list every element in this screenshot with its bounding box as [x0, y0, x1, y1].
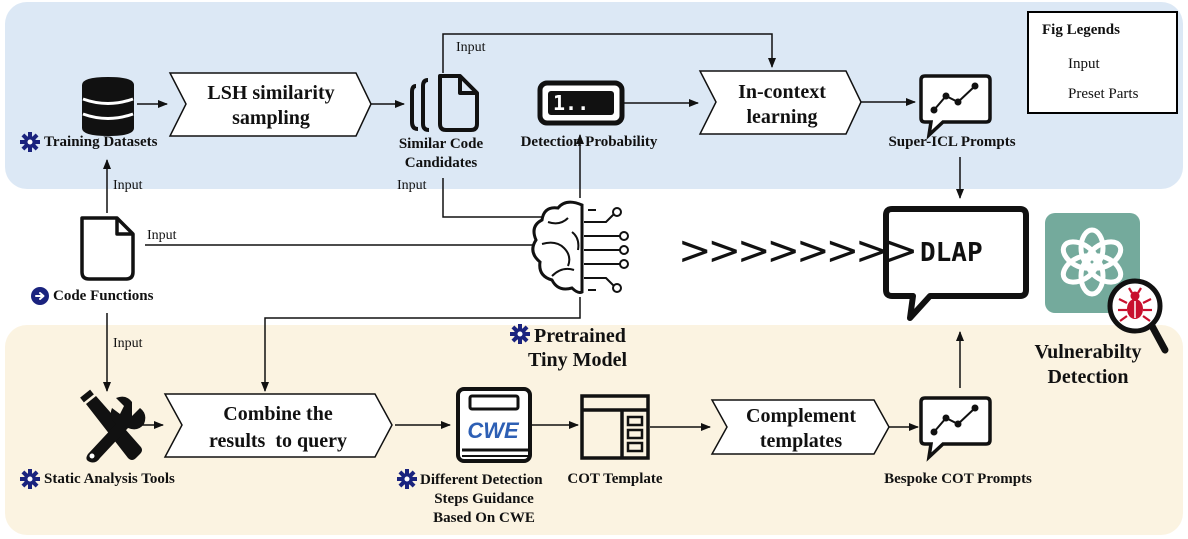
input-label-static: Input — [113, 336, 143, 351]
legend-box — [1027, 11, 1178, 114]
legend-preset-label: Preset Parts — [1068, 86, 1139, 102]
database-icon — [82, 77, 134, 136]
gear-icon — [397, 469, 417, 489]
different-detection-line2: Steps Guidance — [434, 491, 534, 507]
cot-template-label: COT Template — [567, 471, 663, 487]
code-file-icon — [80, 216, 135, 281]
super-icl-label: Super-ICL Prompts — [888, 134, 1016, 150]
gear-icon — [20, 132, 40, 152]
brain-chip-icon — [531, 200, 629, 294]
lsh-line1: LSH similarity — [207, 82, 335, 104]
pretrained-line2: Tiny Model — [528, 349, 628, 371]
complement-line2: templates — [759, 430, 843, 452]
legend-title: Fig Legends — [1042, 22, 1120, 38]
legend-input-label: Input — [1068, 56, 1100, 72]
in-context-chevron — [698, 70, 862, 135]
flow-chevrons: >>>>>>>> — [678, 228, 918, 274]
combine-chevron — [163, 393, 393, 458]
in-context-line1: In-context — [738, 81, 826, 103]
gear-icon — [20, 469, 40, 489]
combine-line1: Combine the — [223, 403, 333, 425]
dlap-label: DLAP — [920, 238, 983, 268]
input-label-top: Input — [456, 40, 486, 55]
detection-probability-label: Detection Probability — [520, 134, 658, 150]
similar-code-line1: Similar Code — [398, 136, 484, 152]
gear-icon — [510, 324, 530, 344]
vulnerability-line1: Vulnerabilty — [1034, 341, 1142, 363]
complement-line1: Complement — [746, 405, 856, 427]
template-icon — [580, 394, 650, 460]
lsh-sampling-chevron — [168, 72, 372, 137]
static-analysis-label: Static Analysis Tools — [44, 471, 175, 487]
documents-icon — [410, 74, 479, 132]
svg-text:1..: 1.. — [553, 91, 589, 115]
progress-icon: 1.. — [537, 80, 625, 126]
cwe-book-icon: CWE — [456, 387, 532, 463]
combine-line2: results to query — [209, 430, 347, 452]
bug-magnifier-icon — [1107, 278, 1169, 354]
pretrained-line1: Pretrained — [534, 325, 626, 347]
similar-code-line2: Candidates — [404, 155, 478, 171]
arrow-circle-icon — [30, 286, 50, 306]
input-label-similar: Input — [397, 178, 427, 193]
cwe-text: CWE — [467, 418, 520, 443]
input-label-code: Input — [147, 228, 177, 243]
different-detection-line1: Different Detection — [420, 472, 543, 488]
tools-icon — [80, 389, 146, 463]
complement-chevron — [710, 399, 890, 455]
dlap-bubble — [883, 206, 1029, 321]
different-detection-line3: Based On CWE — [433, 510, 535, 526]
training-datasets-label: Training Datasets — [44, 134, 158, 150]
prompt-bubble-icon — [919, 74, 992, 140]
prompt-bubble-icon — [919, 396, 992, 462]
code-functions-label: Code Functions — [53, 288, 154, 304]
bottom-band — [5, 325, 1183, 535]
lsh-line2: sampling — [232, 107, 310, 129]
input-label-training: Input — [113, 178, 143, 193]
vulnerability-line2: Detection — [1047, 366, 1129, 388]
bespoke-cot-label: Bespoke COT Prompts — [884, 471, 1032, 487]
in-context-line2: learning — [746, 106, 818, 128]
